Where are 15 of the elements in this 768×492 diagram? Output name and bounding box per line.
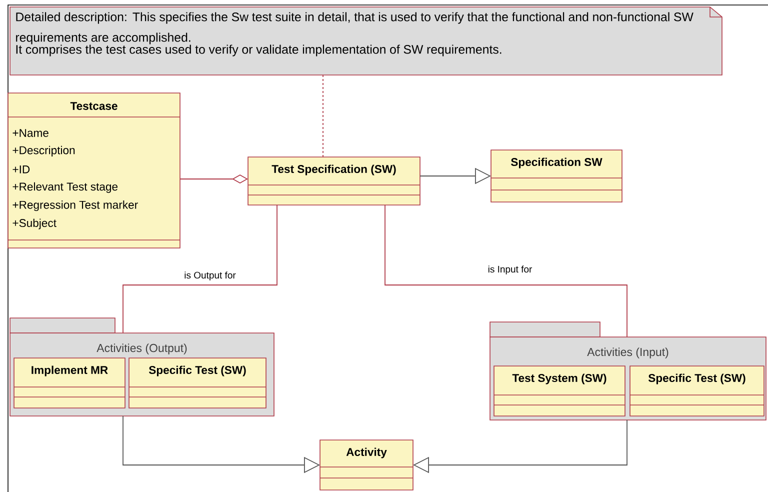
note-box: Detailed description: This specifies the Sw test suite in detail, that is used to verify that the functional and non-functional SW requirements are accomplished. It comprises the test cases used to verify or validate implementation of SW requirements. [10,6,722,76]
class-box: Activity [320,440,414,490]
note-link [322,74,324,158]
class-box: Testcase +Name +Description +ID +Relevant Test stage +Regression Test marker +Subject [8,92,180,248]
edge-label: is Output for [183,270,237,282]
aggregation-arrow [180,174,248,184]
class-box: Specific Test (SW) [128,358,266,408]
class-box: Specific Test (SW) [630,366,764,416]
connector-line [122,204,278,334]
class-box: Test System (SW) [494,366,626,416]
connector-line [384,204,628,338]
class-box: Implement MR [14,358,126,408]
class-box: Test Specification (SW) [248,156,420,206]
class-box: Specification SW [490,150,622,202]
edge-label: is Input for [486,264,534,276]
